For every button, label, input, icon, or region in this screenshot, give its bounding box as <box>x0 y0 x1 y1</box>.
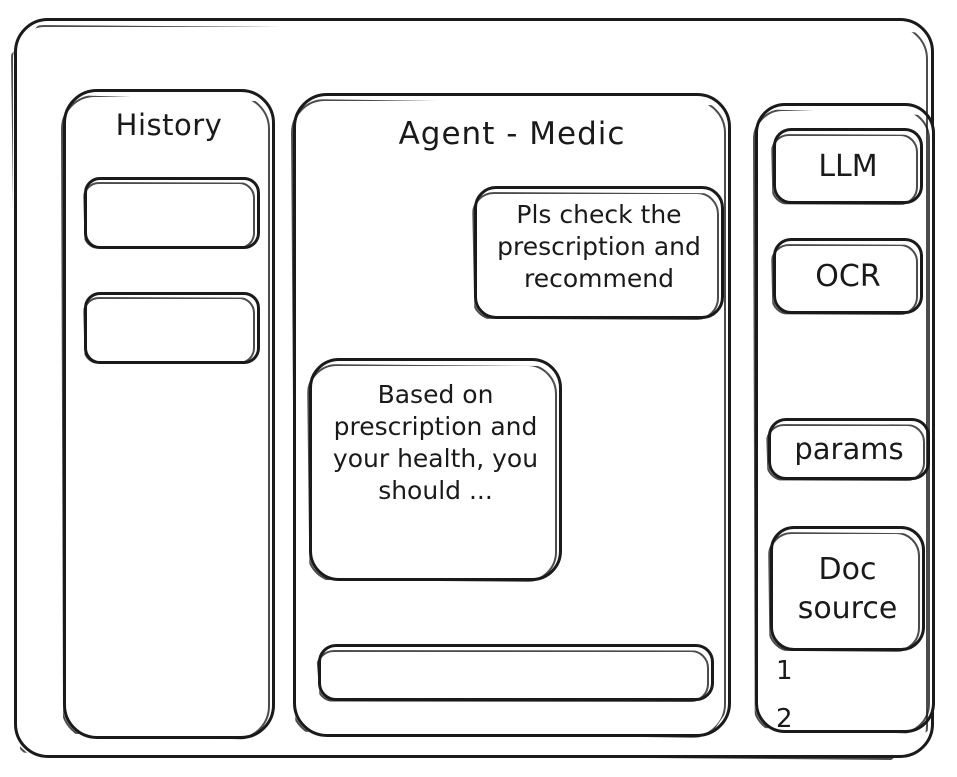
tool-button-llm-label: LLM <box>818 148 878 184</box>
tool-button-ocr-label: OCR <box>815 258 881 294</box>
doc-source-list-item[interactable]: 1 <box>776 656 793 686</box>
history-list-item[interactable] <box>84 177 260 249</box>
app-window: History Agent - Medic Pls check the pres… <box>14 18 935 758</box>
tool-button-llm[interactable]: LLM <box>773 128 923 204</box>
tool-button-params[interactable]: params <box>768 418 930 480</box>
doc-source-list-item[interactable]: 2 <box>776 704 793 734</box>
tool-button-doc-source-label: Doc source <box>797 551 898 626</box>
tool-button-ocr[interactable]: OCR <box>773 238 923 314</box>
history-panel: History <box>63 89 275 739</box>
history-list-item[interactable] <box>84 292 260 364</box>
message-input[interactable] <box>318 644 714 701</box>
agent-panel-title: Agent - Medic <box>398 116 626 152</box>
tool-button-params-label: params <box>794 432 904 466</box>
assistant-message-bubble: Based on prescription and your health, y… <box>309 358 562 581</box>
tools-panel: LLM OCR params Doc source 1 2 <box>755 103 935 733</box>
tool-button-doc-source[interactable]: Doc source <box>770 526 925 651</box>
user-message-bubble: Pls check the prescription and recommend <box>474 186 724 319</box>
history-panel-title: History <box>115 108 223 142</box>
agent-chat-panel: Agent - Medic Pls check the prescription… <box>293 93 731 737</box>
user-message-text: Pls check the prescription and recommend <box>497 200 701 293</box>
assistant-message-text: Based on prescription and your health, y… <box>332 380 539 505</box>
